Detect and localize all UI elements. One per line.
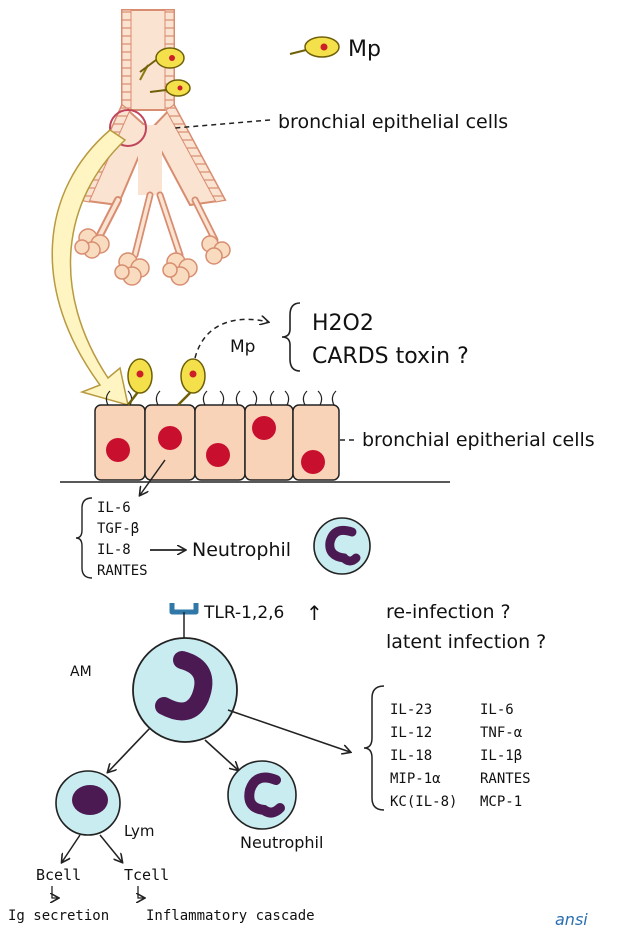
- mp-legend: Mp: [289, 36, 381, 62]
- neutrophil-cell-middle: [313, 517, 371, 575]
- tlr-label: TLR-1,2,6: [203, 603, 284, 623]
- lym-label: Lym: [124, 822, 154, 840]
- neutrophil-bottom-label: Neutrophil: [240, 833, 323, 852]
- am-cytokine-item: RANTES: [480, 771, 531, 787]
- bronchial-leader-line: [174, 119, 271, 129]
- tcell-label: Tcell: [124, 866, 169, 884]
- ig-secretion-label: Ig secretion: [8, 908, 109, 924]
- reinfection-label: re-infection ?: [386, 601, 511, 623]
- cytokine-item: RANTES: [97, 563, 148, 579]
- cytokine-item: IL-8: [97, 542, 131, 558]
- tlr-up-arrow: ↑: [306, 601, 323, 625]
- am-to-lym-arrow: [108, 727, 151, 772]
- cell-to-cytokines-arrow: [140, 459, 166, 495]
- lymphocyte-cell: [55, 770, 121, 836]
- zoom-circle: [109, 109, 147, 147]
- am-cytokine-item: MIP-1α: [390, 771, 441, 787]
- am-cytokine-item: IL-6: [480, 702, 514, 718]
- am-cytokine-item: IL-23: [390, 702, 432, 718]
- cytokine-brace: [75, 497, 93, 579]
- mp-middle-label: Mp: [230, 337, 255, 357]
- toxin-brace: [281, 302, 301, 372]
- bronchial-cells-middle-label: bronchial epitherial cells: [362, 429, 595, 451]
- am-cytokine-item: TNF-α: [480, 725, 523, 741]
- cards-toxin-label: CARDS toxin ?: [312, 344, 469, 369]
- mp-legend-label: Mp: [348, 37, 381, 62]
- bcell-label: Bcell: [36, 866, 81, 884]
- am-cytokine-item: IL-1β: [480, 748, 522, 764]
- h2o2-label: H2O2: [312, 311, 374, 336]
- epithelial-cell: [144, 404, 196, 481]
- alveolar-macrophage: [132, 637, 238, 743]
- lym-to-tcell-arrow: [99, 834, 122, 862]
- epithelial-cytokine-list: IL-6 TGF-β IL-8 RANTES: [97, 500, 148, 579]
- bronchial-cells-top-label: bronchial epithelial cells: [278, 111, 508, 133]
- bcell-arrow: [52, 886, 58, 898]
- am-cytokine-item: IL-18: [390, 748, 432, 764]
- am-cytokine-item: IL-12: [390, 725, 432, 741]
- mp-toxin-arrow: [194, 319, 268, 359]
- tcell-arrow: [138, 886, 144, 898]
- am-to-neutrophil-arrow: [204, 739, 238, 770]
- am-cytokine-list-right: IL-6 TNF-α IL-1β RANTES MCP-1: [480, 702, 531, 810]
- inflammatory-cascade-label: Inflammatory cascade: [146, 908, 315, 924]
- lym-to-bcell-arrow: [62, 834, 81, 862]
- neutrophil-middle-label: Neutrophil: [192, 539, 291, 561]
- am-cytokine-brace: [363, 685, 385, 811]
- alveoli: [74, 228, 231, 286]
- epithelial-cell: [194, 404, 246, 481]
- am-cytokine-list-left: IL-23 IL-12 IL-18 MIP-1α KC(IL-8): [390, 702, 457, 810]
- signature: ansi: [555, 910, 588, 929]
- epithelial-cell: [244, 404, 294, 481]
- bronchial-tree: [78, 9, 227, 259]
- am-to-cytokines-arrow: [227, 709, 350, 752]
- alveolus-cluster: [162, 252, 198, 286]
- epithelial-cell: [94, 404, 146, 481]
- alveolus-cluster: [201, 235, 231, 265]
- epithelial-cell-row: [94, 390, 340, 481]
- cilia: [105, 390, 337, 406]
- latent-infection-label: latent infection ?: [386, 631, 546, 653]
- tlr-receptor: [169, 603, 199, 640]
- cytokine-item: IL-6: [97, 500, 131, 516]
- neutrophil-cell-bottom: [227, 760, 297, 830]
- am-label: AM: [70, 664, 92, 680]
- am-cytokine-item: MCP-1: [480, 794, 522, 810]
- am-cytokine-item: KC(IL-8): [390, 794, 457, 810]
- alveolus-cluster: [114, 252, 150, 286]
- epithelial-cell: [292, 404, 340, 481]
- alveolus-cluster: [74, 228, 110, 259]
- mp-in-bronchus: [139, 47, 191, 97]
- cytokine-item: TGF-β: [97, 521, 139, 537]
- mp-attached: [127, 358, 206, 406]
